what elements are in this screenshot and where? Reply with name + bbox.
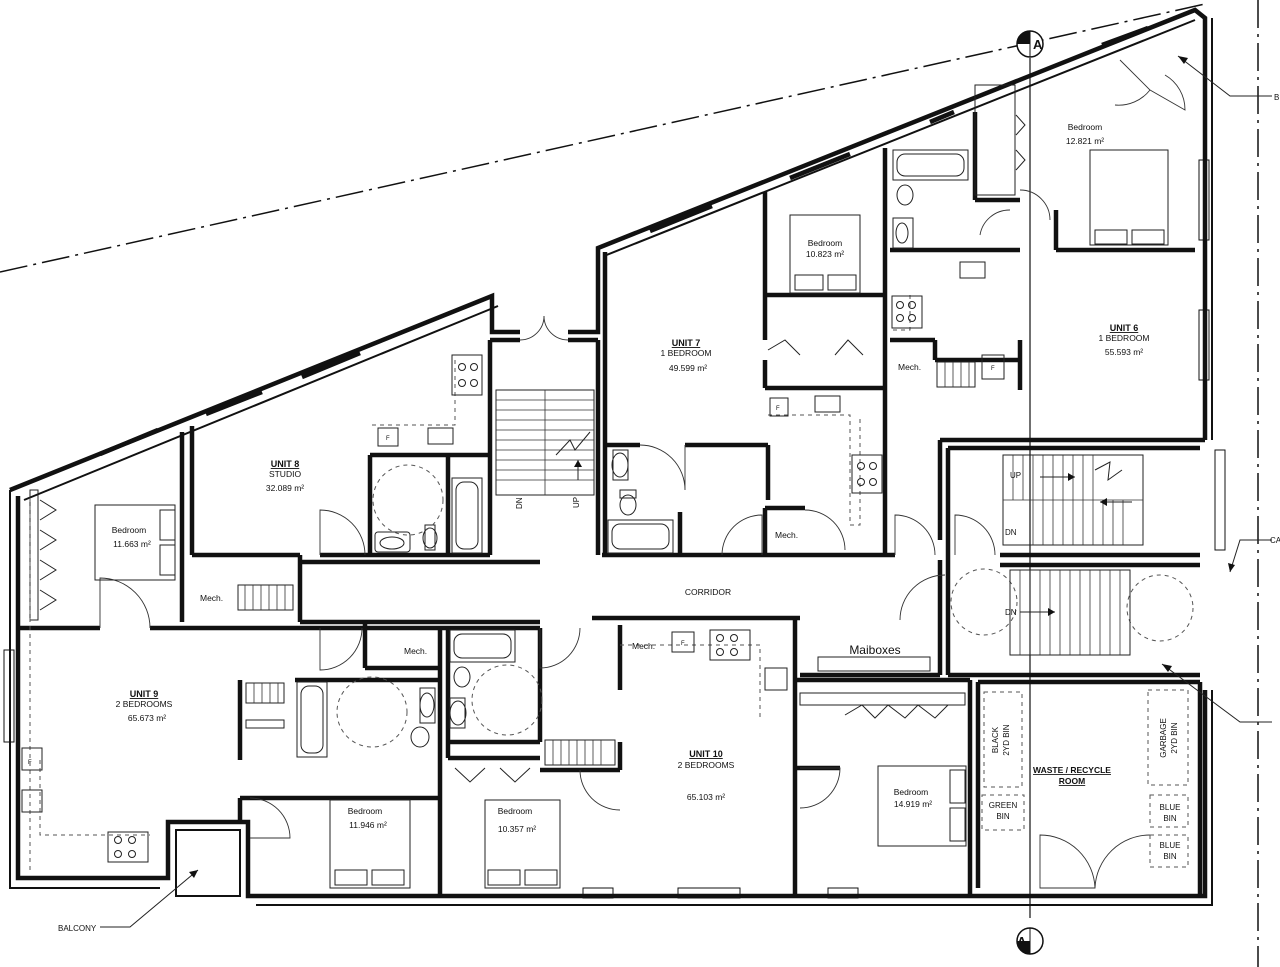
stair-dn-label: DN <box>515 497 524 509</box>
stair-dn-label: DN <box>1005 528 1017 537</box>
blue-bin-label: BLUE <box>1160 841 1181 850</box>
blue-bin-label: BLUE <box>1160 803 1181 812</box>
fridge-labels: F F F F F <box>28 366 995 766</box>
fridge-label: F <box>776 406 780 412</box>
bedroom-area: 11.946 m² <box>349 820 387 830</box>
room-labels: CORRIDOR Maiboxes WASTE / RECYCLE ROOM M… <box>200 362 1111 786</box>
right-mid-callout: CA <box>1270 536 1280 545</box>
mech-label: Mech. <box>898 362 921 372</box>
mech-label: Mech. <box>404 646 427 656</box>
unit-10-name: UNIT 10 <box>689 749 723 759</box>
fridge-label: F <box>991 366 995 372</box>
mech-label: Mech. <box>632 641 655 651</box>
unit-8-area: 32.089 m² <box>266 483 304 493</box>
bedroom-area: 10.823 m² <box>806 249 844 259</box>
fridge-label: F <box>28 760 32 766</box>
waste-room-label: WASTE / RECYCLE <box>1033 765 1111 775</box>
exterior-walls <box>9 7 1213 906</box>
unit-9-area: 65.673 m² <box>128 713 166 723</box>
unit-6-area: 55.593 m² <box>1105 347 1143 357</box>
bedroom-label: Bedroom <box>894 787 929 797</box>
top-right-callout: B <box>1274 93 1279 102</box>
bedroom-labels: Bedroom 12.821 m² Bedroom 10.823 m² Bedr… <box>112 122 1105 834</box>
stair-labels: UP DN DN DN UP <box>515 471 1021 617</box>
bedroom-label: Bedroom <box>808 238 843 248</box>
beds <box>94 149 1169 889</box>
mailboxes-label: Maiboxes <box>849 643 900 657</box>
grid-marker-bottom: A <box>1016 927 1044 955</box>
turning-circles <box>336 464 1194 748</box>
mailbox-bank <box>817 656 931 672</box>
unit-8-name: UNIT 8 <box>271 459 300 469</box>
mech-label: Mech. <box>775 530 798 540</box>
unit-6-type: 1 BEDROOM <box>1098 333 1149 343</box>
callout-labels: BALCONY B CA <box>58 93 1280 933</box>
black-bin-label: BLACK <box>991 726 1000 753</box>
blue-bin-label-2: BIN <box>1163 852 1177 861</box>
stair-dn-label: DN <box>1005 608 1017 617</box>
unit-7-area: 49.599 m² <box>669 363 707 373</box>
bedroom-label: Bedroom <box>348 806 383 816</box>
property-line <box>0 3 1206 273</box>
windows <box>3 25 1226 899</box>
interior-walls <box>18 112 1205 896</box>
bins <box>981 689 1189 868</box>
door-swings <box>99 59 1186 889</box>
garbage-bin-label: GARBAGE <box>1159 718 1168 758</box>
closet-doors <box>29 84 1026 783</box>
bedroom-label: Bedroom <box>1068 122 1103 132</box>
unit-8-type: STUDIO <box>269 469 302 479</box>
kitchen-counters <box>21 261 1005 870</box>
balcony-callout: BALCONY <box>58 924 97 933</box>
callout-leaders <box>100 55 1272 928</box>
blue-bin-label-2: BIN <box>1163 814 1177 823</box>
unit-9-name: UNIT 9 <box>130 689 159 699</box>
bedroom-area: 11.663 m² <box>113 539 151 549</box>
stairs <box>237 361 1144 766</box>
bedroom-label: Bedroom <box>112 525 147 535</box>
grid-label-top: A <box>1033 37 1043 52</box>
fridge-label: F <box>386 436 390 442</box>
fridge-label: F <box>681 641 685 647</box>
unit-10-type: 2 BEDROOMS <box>678 760 735 770</box>
unit-9-type: 2 BEDROOMS <box>116 699 173 709</box>
grid-marker-top: A <box>1016 30 1044 58</box>
unit-labels: UNIT 7 1 BEDROOM 49.599 m² UNIT 8 STUDIO… <box>116 323 1150 802</box>
bedroom-area: 12.821 m² <box>1066 136 1104 146</box>
unit-7-name: UNIT 7 <box>672 338 701 348</box>
stair-up-label: UP <box>572 497 581 508</box>
green-bin-label: GREEN <box>989 801 1018 810</box>
unit-7-type: 1 BEDROOM <box>660 348 711 358</box>
unit-6-name: UNIT 6 <box>1110 323 1139 333</box>
stair-up-label: UP <box>1010 471 1021 480</box>
green-bin-label-2: BIN <box>996 812 1010 821</box>
bath-fixtures <box>296 149 969 758</box>
grid-label-bottom: A <box>1017 934 1027 949</box>
garbage-bin-size: 2YD BIN <box>1170 722 1179 753</box>
unit-10-area: 65.103 m² <box>687 792 725 802</box>
bedroom-area: 10.357 m² <box>498 824 536 834</box>
bedroom-label: Bedroom <box>498 806 533 816</box>
bedroom-area: 14.919 m² <box>894 799 932 809</box>
waste-room-label-2: ROOM <box>1059 776 1085 786</box>
bin-labels: BLACK 2YD BIN GARBAGE 2YD BIN GREEN BIN … <box>989 718 1181 861</box>
corridor-label: CORRIDOR <box>685 587 731 597</box>
balcony <box>175 829 241 897</box>
mech-label: Mech. <box>200 593 223 603</box>
black-bin-size: 2YD BIN <box>1002 724 1011 755</box>
